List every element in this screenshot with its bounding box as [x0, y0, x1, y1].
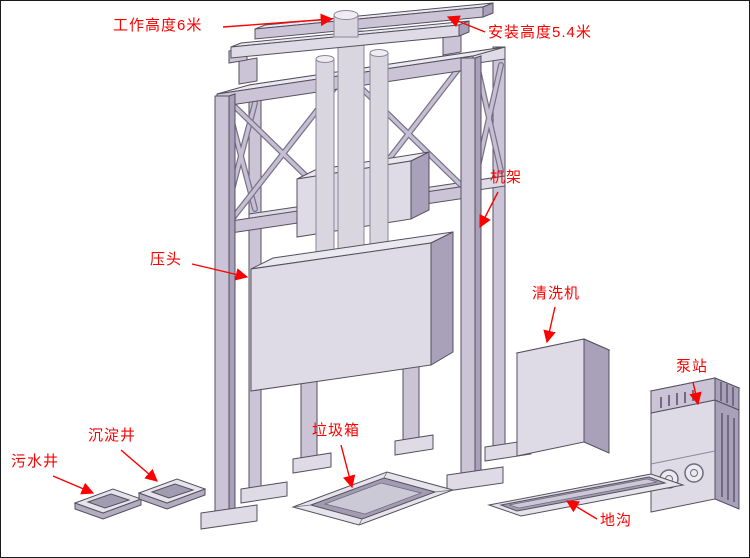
- press-head-box: [250, 231, 454, 392]
- leader-arrows: [52, 13, 702, 520]
- label-frame: 机架: [490, 169, 523, 186]
- label-install-height: 安装高度5.4米: [488, 24, 592, 41]
- label-trench: 地沟: [600, 512, 633, 529]
- pump-station-unit: [649, 377, 741, 513]
- gantry-frame-front: [200, 55, 504, 530]
- arrow-pump-station: [689, 381, 702, 406]
- arrow-washer: [543, 306, 556, 344]
- label-pump-station: 泵站: [676, 358, 709, 375]
- arrow-install-height: [446, 15, 486, 33]
- ground-trench: [487, 473, 685, 517]
- sediment-well-pit: [137, 478, 207, 510]
- label-press-head: 压头: [150, 251, 183, 268]
- hydraulic-cylinder-cap: [333, 10, 359, 38]
- label-sewage-well: 污水井: [11, 453, 60, 470]
- label-sediment-well: 沉淀井: [88, 427, 137, 444]
- arrow-frame: [479, 191, 499, 229]
- arrow-working-height: [222, 13, 334, 28]
- hydraulic-cylinders: [315, 30, 389, 260]
- garbage-bin-pit: [291, 471, 455, 526]
- label-washer: 清洗机: [532, 285, 581, 302]
- arrow-sediment-well: [120, 449, 158, 482]
- fan-port-icon: [684, 463, 704, 483]
- press-head-legs: [292, 348, 434, 474]
- washer-unit: [515, 338, 611, 457]
- arrow-garbage-bin: [340, 444, 356, 489]
- sewage-well-pit: [73, 488, 143, 520]
- label-garbage-bin: 垃圾箱: [312, 422, 361, 439]
- arrow-trench: [565, 500, 598, 520]
- label-working-height: 工作高度6米: [113, 17, 203, 34]
- arrow-press-head: [191, 263, 249, 281]
- arrow-sewage-well: [52, 475, 95, 495]
